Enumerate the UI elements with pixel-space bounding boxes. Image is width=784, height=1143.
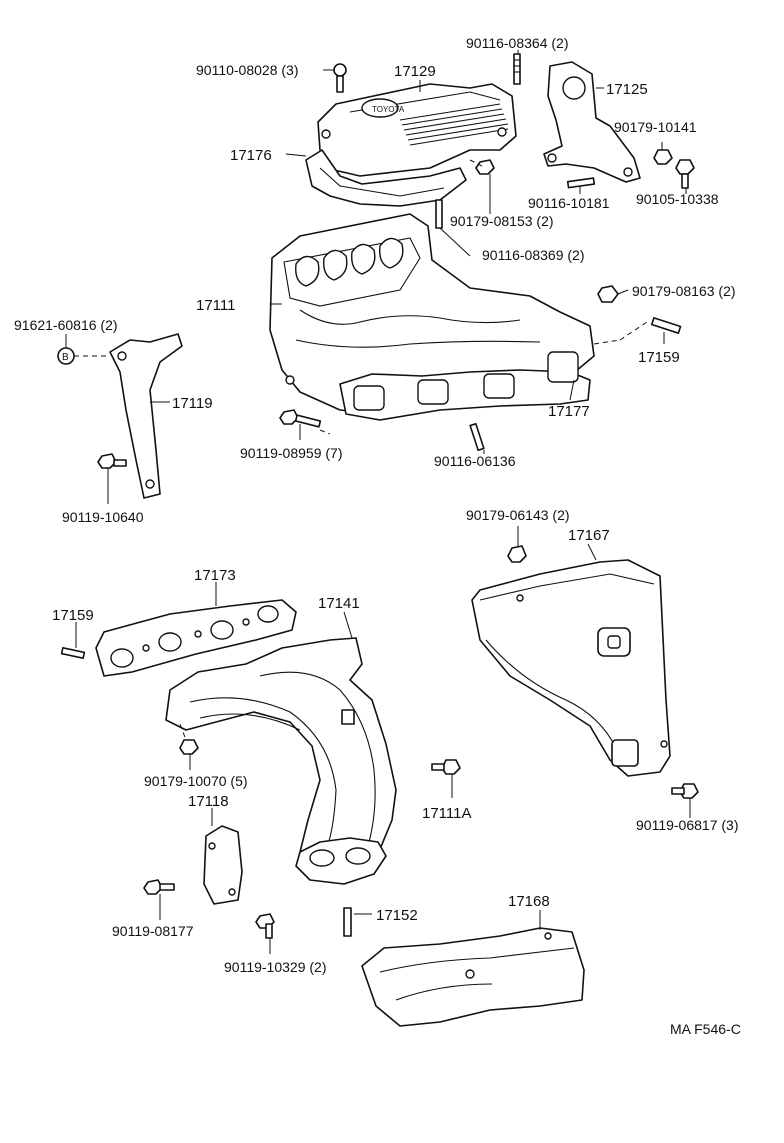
stud-90116-08364 <box>513 53 521 85</box>
label-90119-10640: 90119-10640 <box>62 509 144 525</box>
bracket-17125 <box>543 61 641 183</box>
nut-90179-08153 <box>475 159 495 175</box>
label-90119-08177: 90119-08177 <box>112 923 194 939</box>
label-b-marker: B <box>62 352 69 363</box>
bolt-90119-08959 <box>279 409 322 428</box>
label-17177: 17177 <box>548 403 590 420</box>
label-90116-08364: 90116-08364 (2) <box>466 35 568 51</box>
label-90179-10141: 90179-10141 <box>614 119 697 135</box>
label-17167: 17167 <box>568 527 610 544</box>
stud-17159-lower <box>60 646 86 660</box>
label-17159-upper: 17159 <box>638 349 680 366</box>
bolt-90119-10329 <box>255 913 275 939</box>
stud-17152 <box>343 907 352 937</box>
bolt-17111A <box>431 759 461 775</box>
exhaust-gasket-17173 <box>95 599 297 677</box>
label-17141: 17141 <box>318 595 360 612</box>
nut-90179-08163 <box>597 285 619 303</box>
manifold-gasket-17177 <box>339 351 591 421</box>
label-90179-10070: 90179-10070 (5) <box>144 773 248 789</box>
label-90116-08369: 90116-08369 (2) <box>482 247 584 263</box>
label-90110-08028: 90110-08028 (3) <box>196 62 298 78</box>
label-90105-10338: 90105-10338 <box>636 191 719 207</box>
bolt-90105-10338 <box>675 159 695 189</box>
bolt-90119-08177 <box>143 879 175 895</box>
stud-90116-06136 <box>469 422 485 452</box>
label-90179-06143: 90179-06143 (2) <box>466 507 570 523</box>
label-17129: 17129 <box>394 63 436 80</box>
label-90179-08153: 90179-08153 (2) <box>450 213 554 229</box>
callout-labels: 90110-08028 (3) 17129 90116-08364 (2) 17… <box>14 35 741 1037</box>
intake-manifold-17111 <box>269 213 595 415</box>
figure-code: MA F546-C <box>670 1021 741 1037</box>
label-17173: 17173 <box>194 567 236 584</box>
bolt-90119-06817 <box>671 783 699 799</box>
label-17118: 17118 <box>188 793 229 810</box>
label-17159-lower: 17159 <box>52 607 94 624</box>
label-90116-06136: 90116-06136 <box>434 453 516 469</box>
exhaust-manifold-17141 <box>165 637 397 885</box>
nut-90179-06143 <box>507 545 527 563</box>
bolt-90119-10640 <box>97 453 127 469</box>
cover-gasket-17176 <box>305 149 467 207</box>
label-17111: 17111 <box>196 297 236 314</box>
nut-90179-10070 <box>179 739 199 755</box>
manifold-stay-17119 <box>109 333 183 499</box>
label-17176: 17176 <box>230 147 272 164</box>
stud-17159-upper <box>650 317 682 334</box>
label-17111A: 17111A <box>422 805 472 822</box>
label-91621-60816: 91621-60816 (2) <box>14 317 118 333</box>
label-17152: 17152 <box>376 907 418 924</box>
label-90119-06817: 90119-06817 (3) <box>636 817 738 833</box>
heat-insulator-17167 <box>471 559 671 777</box>
nut-90179-10141 <box>653 149 673 165</box>
label-17119: 17119 <box>172 395 213 412</box>
label-90116-10181: 90116-10181 <box>528 195 610 211</box>
stud-90116-10181 <box>566 177 596 189</box>
svg-text:TOYOTA: TOYOTA <box>372 105 405 114</box>
label-17125: 17125 <box>606 81 648 98</box>
label-90119-08959: 90119-08959 (7) <box>240 445 342 461</box>
intake-manifold-cover-17129: TOYOTA <box>317 83 517 177</box>
heat-insulator-17118 <box>203 825 243 905</box>
label-17168: 17168 <box>508 893 550 910</box>
stud-90116-08369 <box>435 199 443 229</box>
label-90119-10329: 90119-10329 (2) <box>224 959 326 975</box>
leader-lines <box>65 50 691 954</box>
label-90179-08163: 90179-08163 (2) <box>632 283 736 299</box>
heat-insulator-17168 <box>361 927 585 1027</box>
bolt-90110-08028 <box>333 63 347 93</box>
